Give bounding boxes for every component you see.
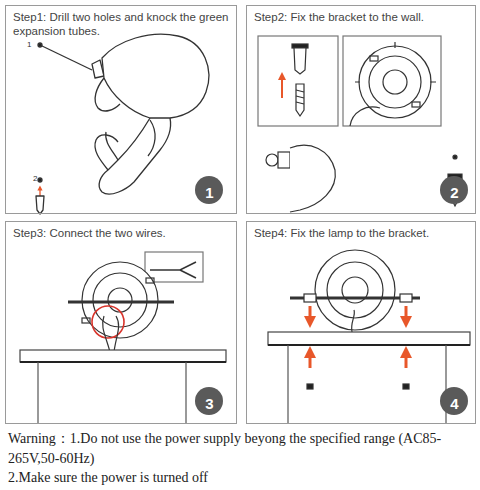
wiring-illustration: [92, 306, 124, 338]
bracket-illustration: [266, 154, 278, 166]
bracket-illustration: [370, 56, 378, 61]
mounting-illustration: [309, 306, 312, 322]
bracket-illustration: [369, 56, 421, 108]
wiring-illustration: [37, 362, 38, 423]
bracket-illustration: [258, 36, 462, 212]
mounting-illustration: [309, 352, 312, 368]
drill-illustration: [148, 120, 155, 156]
mounting-illustration: [405, 306, 408, 322]
step-number: 1: [198, 181, 219, 200]
step-instruction: Step4: Fix the lamp to the bracket.: [247, 222, 475, 240]
wiring-illustration: [185, 362, 186, 423]
step-number-badge: 4: [440, 387, 468, 415]
bracket-illustration: [355, 42, 436, 82]
mounting-illustration: [268, 332, 470, 345]
step-panel: Step1: Drill two holes and knock the gre…: [5, 5, 237, 214]
step-number: 2: [443, 181, 464, 200]
mounting-illustration: [268, 250, 470, 423]
mounting-illustration: [403, 384, 409, 389]
step-instruction: Step2: Fix the bracket to the wall.: [247, 6, 475, 24]
drill-illustration: [38, 178, 42, 182]
bracket-illustration: [412, 102, 420, 107]
callout-number: 1: [27, 40, 37, 49]
wiring-illustration: [20, 350, 226, 362]
wiring-illustration: [145, 252, 203, 282]
bracket-illustration: [278, 152, 290, 168]
bracket-illustration: [258, 36, 338, 126]
step-panel: Step2: Fix the bracket to the wall. 2: [246, 5, 476, 214]
mounting-illustration: [327, 262, 383, 318]
bracket-illustration: [294, 48, 306, 74]
drill-illustration: [36, 196, 44, 214]
wiring-illustration: [146, 278, 154, 283]
drill-illustration: [36, 34, 209, 214]
step-number: 3: [198, 392, 219, 411]
mounting-illustration: [268, 344, 470, 346]
wiring-illustration: [82, 318, 90, 323]
wiring-illustration: [108, 288, 132, 312]
bracket-illustration: [296, 84, 304, 116]
step-number-badge: 1: [195, 176, 223, 204]
mounting-illustration: [287, 345, 288, 423]
mounting-illustration: [307, 384, 313, 389]
bracket-illustration: [296, 90, 304, 104]
step-number: 4: [443, 392, 464, 411]
wiring-illustration: [103, 316, 119, 352]
drill-illustration: [38, 43, 42, 47]
wiring-illustration: [150, 262, 196, 278]
wiring-illustration: [20, 252, 226, 423]
step-number-badge: 2: [440, 176, 468, 204]
wiring-illustration: [20, 361, 226, 363]
mounting-illustration: [400, 294, 412, 302]
step-panel: Step3: Connect the two wires. 3: [5, 221, 237, 424]
drill-illustration: [106, 132, 118, 160]
bracket-illustration: [350, 107, 380, 126]
bracket-illustration: [453, 155, 457, 159]
mounting-illustration: [352, 310, 355, 332]
step-instruction: Step3: Connect the two wires.: [6, 222, 236, 240]
wiring-illustration: [93, 273, 147, 327]
step-panel: Step4: Fix the lamp to the bracket. 4: [246, 221, 476, 424]
step-number-badge: 3: [195, 387, 223, 415]
bracket-illustration: [281, 76, 283, 98]
bracket-illustration: [383, 70, 407, 94]
mounting-illustration: [405, 352, 408, 368]
warning-note: 2.Make sure the power is turned off: [8, 468, 476, 488]
drill-illustration: [99, 118, 170, 194]
wiring-illustration: [82, 262, 158, 338]
step-instruction: Step1: Drill two holes and knock the gre…: [6, 6, 236, 38]
drill-illustration: [95, 78, 120, 111]
bracket-illustration: [343, 36, 441, 126]
callout-number: 2: [33, 174, 43, 183]
bracket-illustration: [290, 145, 335, 212]
drill-illustration: [40, 45, 92, 70]
mounting-illustration: [304, 294, 316, 302]
warning-note: Warning：1.Do not use the power supply be…: [8, 429, 476, 469]
wiring-illustration: [68, 301, 174, 304]
mounting-illustration: [315, 250, 395, 330]
